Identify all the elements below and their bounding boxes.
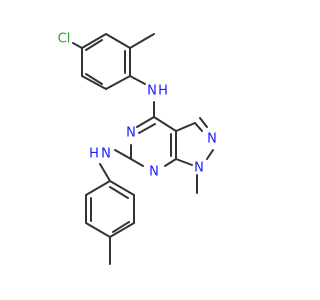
bond <box>85 180 111 196</box>
bond <box>114 149 132 160</box>
pyrazole-n-lower-label: N <box>194 161 204 176</box>
bond <box>164 158 177 167</box>
bond <box>109 186 129 199</box>
bond <box>109 222 135 238</box>
atom-label-group: Cl N H N N N H N N <box>58 32 217 180</box>
bond <box>85 39 103 51</box>
bond <box>206 149 214 160</box>
bond <box>129 75 146 85</box>
bond <box>129 33 155 49</box>
bond <box>81 33 107 49</box>
bond <box>175 158 193 166</box>
pyrazole-n-upper-label: N <box>207 132 217 147</box>
bond <box>130 158 144 167</box>
bond <box>105 75 131 90</box>
amine-n-upper-label: N <box>147 84 157 99</box>
pyrimidine-n-left-label: N <box>126 126 136 141</box>
bond <box>99 163 111 182</box>
amine-h-upper-label: H <box>158 84 168 99</box>
bond <box>112 221 130 233</box>
bond <box>105 33 131 49</box>
bond <box>199 117 208 128</box>
bond <box>109 180 135 196</box>
chlorine-label: Cl <box>58 32 71 47</box>
bond <box>136 116 155 128</box>
molecule-diagram: Cl N H N N N H N N <box>58 32 217 265</box>
bond <box>85 73 103 85</box>
bond <box>81 75 107 90</box>
bond <box>153 116 177 132</box>
bond <box>194 122 203 132</box>
pyrimidine-n-lower-label: N <box>149 165 159 180</box>
bond <box>85 222 111 238</box>
molecule-structure: Cl N H N N N H N N <box>58 32 217 265</box>
amine-n-lower-label: N <box>101 147 111 162</box>
bond <box>138 123 156 134</box>
bond <box>175 122 196 132</box>
bond-group <box>72 33 214 265</box>
bond <box>72 42 83 49</box>
amine-h-lower-label: H <box>89 147 99 162</box>
